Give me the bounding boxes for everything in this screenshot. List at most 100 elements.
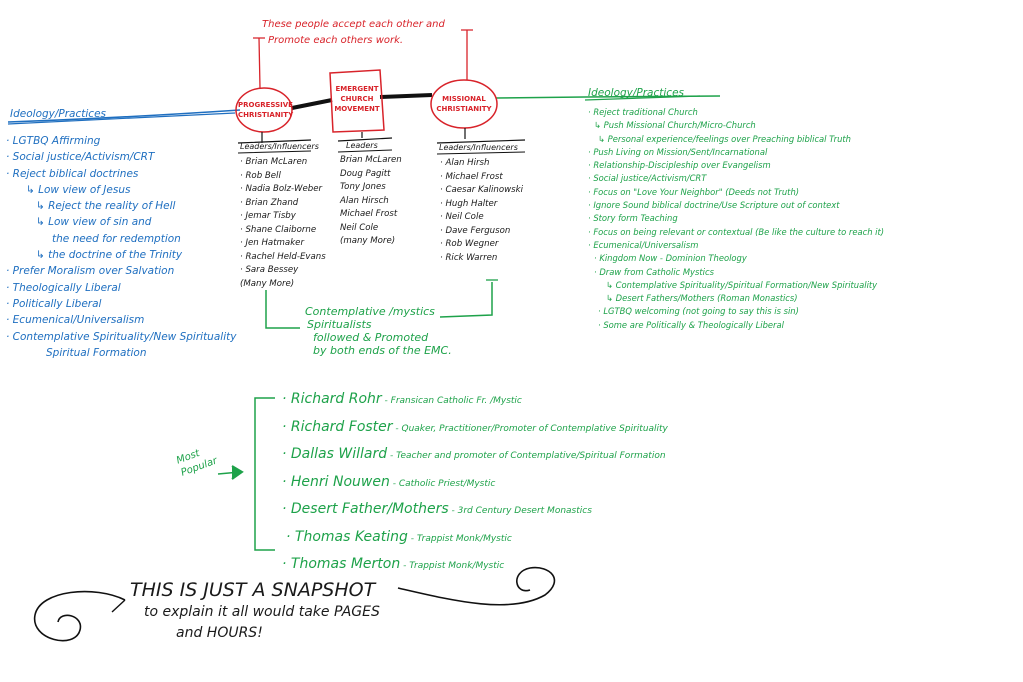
list-item: · Contemplative Spirituality/New Spiritu… [6, 330, 237, 343]
list-item: ↳ Low view of Jesus [26, 183, 131, 196]
mystics-note: Contemplative /mystics Spiritualists fol… [305, 305, 452, 357]
list-item: · Rob Bell [240, 170, 281, 181]
mystic-name: · Dallas Willard [282, 446, 388, 462]
list-item: · Alan Hirsh [440, 158, 490, 168]
mystics-note-line4: by both ends of the EMC. [313, 344, 452, 357]
list-item: (Many More) [240, 278, 295, 289]
list-item: Michael Frost [340, 209, 398, 219]
list-item: · Focus on "Love Your Neighbor" (Deeds n… [588, 186, 800, 197]
emergent-line1: EMERGENT [335, 85, 379, 93]
green-lists-bracket [265, 282, 493, 329]
list-item: Tony Jones [340, 182, 386, 192]
list-item: · Caesar Kalinowski [440, 185, 523, 195]
mystic-name: · Henri Nouwen [282, 473, 390, 490]
missional-christianity-node: MISSIONAL CHRISTIANITY [432, 94, 496, 114]
mystic-name: · Desert Father/Mothers [282, 501, 449, 517]
list-item: · LGTBQ Affirming [6, 135, 101, 147]
mystic-description: - Trappist Monk/Mystic [407, 533, 512, 544]
list-item: ↳ Desert Fathers/Mothers (Roman Monastic… [606, 293, 798, 304]
top-note-line2: Promote each others work. [268, 35, 404, 46]
missional-line1: MISSIONAL [442, 95, 486, 103]
list-item: · LGTBQ welcoming (not going to say this… [598, 306, 799, 317]
list-item: the need for redemption [52, 232, 181, 245]
right-ideology-list: · Reject traditional Church ↳ Push Missio… [588, 106, 884, 332]
progressive-christianity-node: PROGRESSIVE CHRISTIANITY [238, 100, 294, 120]
footer-note: THIS IS JUST A SNAPSHOT to explain it al… [130, 578, 380, 644]
list-item: · Rick Warren [440, 252, 498, 263]
list-item: · Prefer Moralism over Salvation [6, 265, 175, 278]
emergent-line3: MOVEMENT [334, 105, 380, 113]
mystic-description: - Teacher and promoter of Contemplative/… [387, 451, 666, 461]
list-item: · Ecumenical/Universalism [6, 314, 145, 327]
missional-line2: CHRISTIANITY [436, 105, 492, 113]
list-item: Spiritual Formation [46, 346, 147, 359]
list-item: · Nadia Bolz-Weber [240, 184, 323, 194]
list-item: · Theologically Liberal [6, 281, 121, 294]
mystic-description: - Quaker, Practitioner/Promoter of Conte… [392, 423, 668, 434]
mystic-item: · Thomas Keating - Trappist Monk/Mystic [282, 524, 668, 552]
list-item: · Push Living on Mission/Sent/Incarnatio… [588, 146, 768, 157]
list-item: ↳ the doctrine of the Trinity [36, 249, 183, 262]
progressive-line2: CHRISTIANITY [238, 111, 294, 119]
list-item: · Michael Frost [440, 171, 503, 182]
progressive-leaders-title: Leaders/Influencers [240, 142, 319, 151]
mystic-name: · Richard Foster [282, 418, 393, 435]
mystic-item: · Desert Father/Mothers - 3rd Century De… [282, 496, 668, 524]
list-item: · Story form Teaching [588, 213, 678, 224]
right-ideology-title: Ideology/Practices [588, 87, 684, 99]
red-bracket [253, 29, 473, 89]
list-item: · Ignore Sound biblical doctrine/Use Scr… [588, 200, 840, 211]
list-item: · Focus on being relevant or contextual … [588, 226, 885, 237]
list-item: · Relationship-Discipleship over Evangel… [588, 160, 771, 171]
list-item: · Politically Liberal [6, 297, 102, 310]
list-item: ↳ Personal experience/feelings over Prea… [598, 133, 851, 144]
list-item: Doug Pagitt [340, 168, 391, 179]
mystics-note-line3: followed & Promoted [313, 331, 429, 344]
mystic-name: · Thomas Merton [282, 556, 401, 572]
footer-line1: THIS IS JUST A SNAPSHOT [130, 579, 376, 601]
list-item: · Hugh Halter [440, 198, 498, 209]
black-connector-emergent-missional [379, 93, 433, 99]
left-swirl [34, 590, 126, 642]
mystic-description: - Fransican Catholic Fr. /Mystic [381, 396, 522, 406]
emergent-leaders-title: Leaders [346, 141, 378, 150]
list-item: · Reject biblical doctrines [6, 167, 139, 180]
mystic-description: - Trappist Monk/Mystic [400, 561, 505, 571]
list-item: · Brian McLaren [240, 157, 308, 167]
list-item: · Rachel Held-Evans [240, 251, 326, 262]
blue-connector-line [7, 109, 241, 123]
mystics-note-line2: Spiritualists [307, 318, 372, 331]
list-item: · Dave Ferguson [440, 225, 511, 236]
list-item: (many More) [340, 236, 396, 246]
list-item: · Jemar Tisby [240, 211, 296, 221]
right-heading-underline [584, 95, 701, 101]
left-ideology-list: · LGTBQ Affirming · Social justice/Activi… [6, 133, 236, 361]
list-item: ↳ Contemplative Spirituality/Spiritual F… [606, 279, 878, 290]
progressive-line1: PROGRESSIVE [238, 101, 293, 109]
top-note: These people accept each other and Promo… [262, 17, 445, 49]
left-swirl-tail [111, 599, 126, 613]
list-item: · Shane Claiborne [240, 224, 317, 235]
mystic-name: · Thomas Keating [286, 528, 408, 545]
list-item: Alan Hirsch [340, 195, 389, 206]
list-item: · Ecumenical/Universalism [588, 239, 699, 250]
right-swirl [397, 566, 556, 606]
mystic-item: · Dallas Willard - Teacher and promoter … [282, 441, 668, 469]
list-item: · Social justice/Activism/CRT [588, 173, 707, 184]
list-item: ↳ Push Missional Church/Micro-Church [594, 120, 756, 131]
mystic-name: · Richard Rohr [282, 391, 382, 407]
missional-leaders-title: Leaders/Influencers [439, 143, 518, 152]
list-item: · Some are Politically & Theologically L… [598, 319, 784, 330]
emergent-line2: CHURCH [340, 95, 374, 103]
mystic-item: · Richard Rohr - Fransican Catholic Fr. … [282, 386, 668, 414]
mystic-item: · Henri Nouwen - Catholic Priest/Mystic [282, 469, 668, 497]
top-note-line1: These people accept each other and [262, 19, 445, 30]
list-item: · Brian Zhand [240, 197, 299, 208]
mystics-bracket [254, 397, 275, 551]
black-connector-progressive-emergent [291, 98, 333, 110]
missional-node-shape [430, 79, 498, 129]
list-item: · Reject traditional Church [588, 107, 698, 117]
footer-line3: and HOURS! [176, 625, 263, 641]
list-item: · Draw from Catholic Mystics [594, 266, 714, 277]
list-item: · Social justice/Activism/CRT [6, 151, 155, 164]
